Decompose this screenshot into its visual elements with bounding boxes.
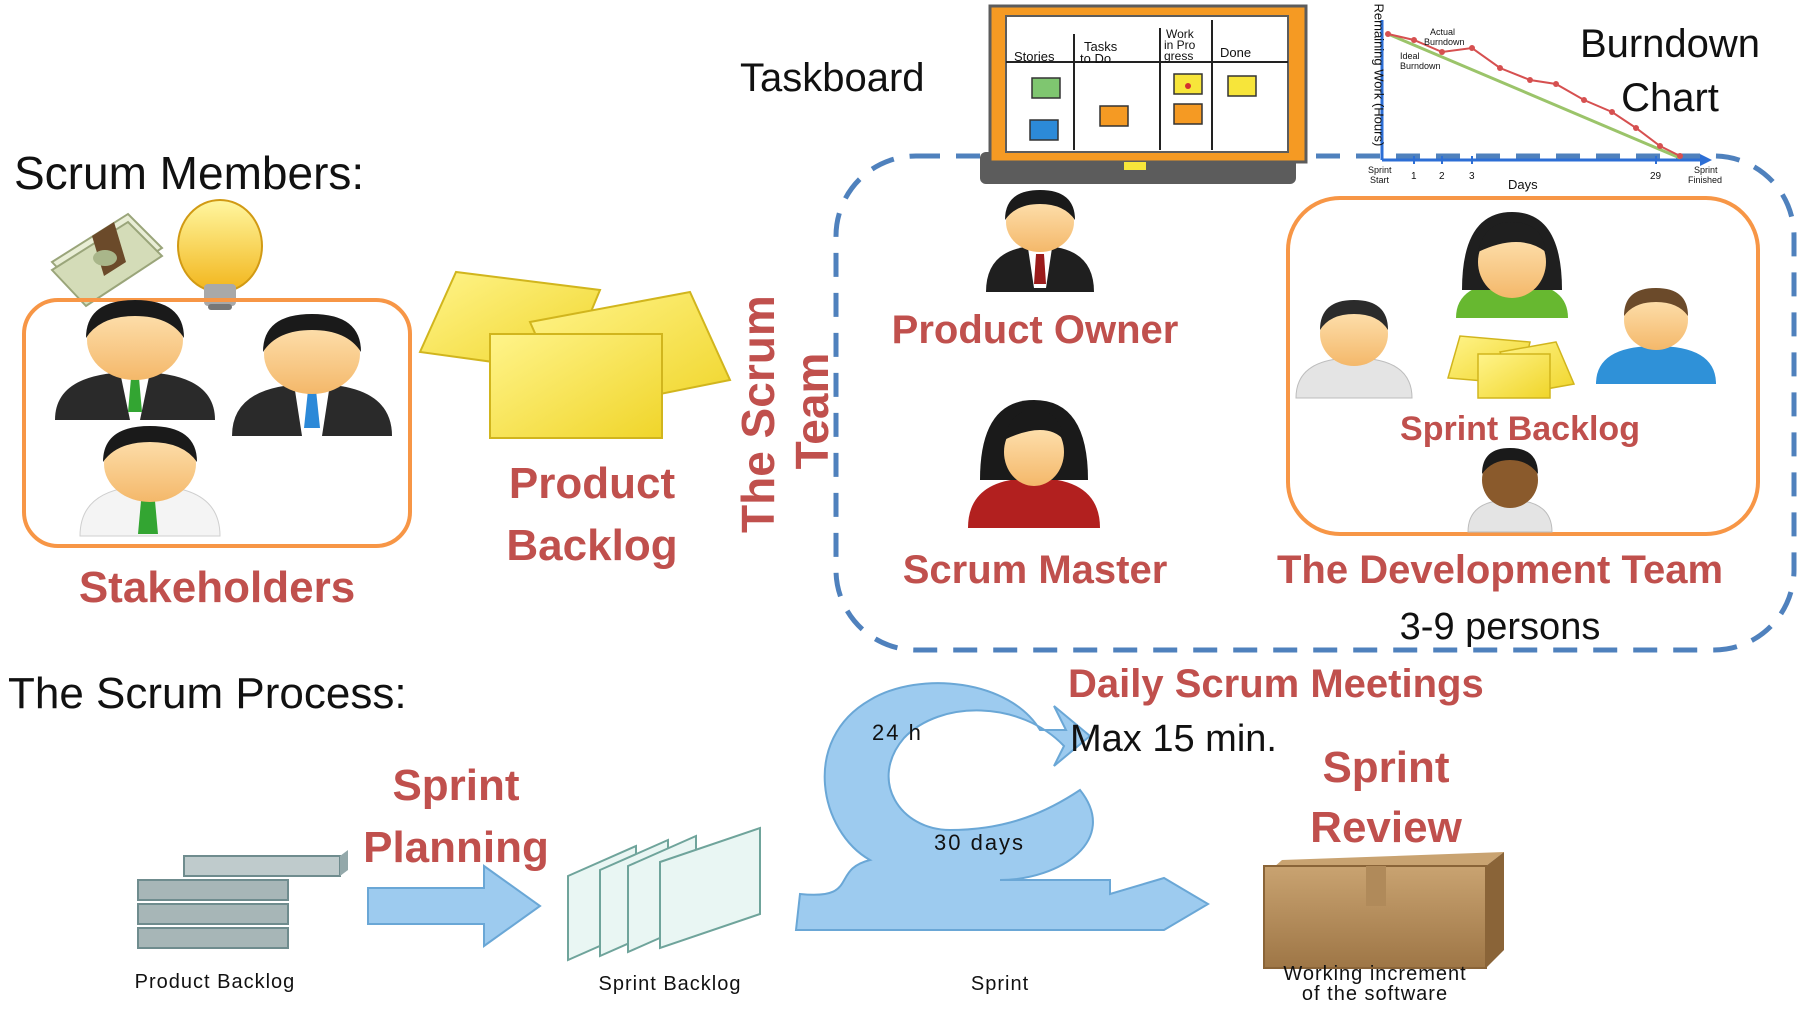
- taskboard-col-wip-line2: in Pro: [1164, 38, 1196, 52]
- sprint-backlog-notes-icon: [1447, 335, 1576, 399]
- scrum-team-label-line1: The Scrum: [732, 295, 784, 533]
- sprint-backlog-sheets-icon: [567, 826, 761, 962]
- scrum-team-label-line2: Team: [786, 352, 838, 470]
- burndown-title-line1: Burndown: [1579, 22, 1761, 66]
- process-sprint-backlog-caption: Sprint Backlog: [598, 973, 742, 995]
- process-sprint-caption: Sprint: [970, 973, 1030, 995]
- lightbulb-icon: [177, 199, 263, 310]
- sprint-review-label-line1: Sprint: [1322, 743, 1450, 792]
- scrum-members-heading: Scrum Members:: [14, 147, 365, 199]
- money-icon: [50, 212, 164, 308]
- sprint-cycle-30days-label: 30 days: [934, 830, 1026, 855]
- taskboard-title: Taskboard: [740, 56, 925, 100]
- scrum-team-boundary: [833, 153, 1797, 653]
- process-increment-caption-line2: of the software: [1301, 983, 1449, 1005]
- developer-avatar-woman: [1456, 212, 1568, 318]
- process-product-backlog-caption: Product Backlog: [134, 971, 296, 993]
- scrum-master-avatar: [968, 400, 1100, 528]
- taskboard-icon: [980, 4, 1308, 184]
- burndown-x-axis-label: Days: [1508, 177, 1538, 192]
- product-backlog-notes-icon: [418, 270, 732, 439]
- sprint-cycle-arrows: [794, 682, 1210, 931]
- working-increment-box-icon: [1263, 852, 1504, 969]
- sprint-planning-label-line1: Sprint: [392, 761, 520, 810]
- burndown-tick-3: 3: [1469, 171, 1475, 182]
- sprint-review-label-line2: Review: [1310, 803, 1462, 852]
- development-team-label: The Development Team: [1276, 548, 1724, 592]
- taskboard-col-todo-line2: to Do: [1080, 51, 1112, 66]
- stakeholders-frame: [22, 298, 412, 548]
- burndown-tick-2: 2: [1439, 171, 1445, 182]
- scrum-process-heading: The Scrum Process:: [8, 669, 407, 718]
- product-backlog-label-line2: Backlog: [506, 521, 678, 570]
- stakeholder-avatar-3: [79, 426, 221, 537]
- taskboard-col-wip-line3: gress: [1164, 49, 1194, 63]
- daily-scrum-label: Daily Scrum Meetings: [1068, 662, 1484, 706]
- taskboard-col-todo-line1: Tasks: [1084, 39, 1118, 54]
- max-15-min-label: Max 15 min.: [1070, 718, 1277, 760]
- stakeholders-label: Stakeholders: [78, 563, 356, 612]
- burndown-actual-line1: Actual: [1430, 27, 1456, 37]
- developer-avatar-3: [1467, 448, 1553, 533]
- burndown-sprint-finished-line1: Sprint: [1694, 165, 1718, 175]
- sprint-planning-label-line2: Planning: [363, 823, 549, 872]
- taskboard-col-done: Done: [1220, 45, 1252, 60]
- burndown-sprint-finished-line2: Finished: [1688, 175, 1723, 185]
- product-backlog-label-line1: Product: [508, 459, 676, 508]
- product-owner-avatar: [986, 190, 1094, 292]
- developer-avatar-1: [1295, 300, 1413, 399]
- scrum-master-label: Scrum Master: [902, 548, 1168, 592]
- developer-avatar-2: [1596, 288, 1716, 384]
- taskboard-col-wip-line1: Work: [1166, 27, 1194, 41]
- burndown-title-line2: Chart: [1621, 76, 1719, 120]
- product-owner-label: Product Owner: [891, 308, 1179, 352]
- burndown-tick-29: 29: [1650, 171, 1662, 182]
- development-team-frame: [1286, 196, 1760, 536]
- burndown-sprint-start-line2: Start: [1370, 175, 1390, 185]
- burndown-chart-icon: [1380, 20, 1712, 166]
- process-increment-caption-line1: Working increment: [1283, 963, 1467, 985]
- burndown-y-axis-label: Remaining Work (Hours): [1371, 3, 1387, 147]
- stakeholder-avatar-2: [232, 314, 392, 436]
- development-team-size: 3-9 persons: [1399, 606, 1601, 648]
- taskboard-col-stories: Stories: [1014, 49, 1055, 64]
- sprint-backlog-label: Sprint Backlog: [1400, 410, 1640, 448]
- burndown-ideal-line2: Burndown: [1400, 61, 1441, 71]
- sprint-planning-arrow: [367, 864, 542, 948]
- burndown-ideal-line1: Ideal: [1400, 51, 1420, 61]
- burndown-sprint-start-line1: Sprint: [1368, 165, 1392, 175]
- burndown-actual-line2: Burndown: [1424, 37, 1465, 47]
- daily-cycle-24h-label: 24 h: [872, 720, 923, 745]
- product-backlog-stack-icon: [137, 850, 348, 949]
- stakeholder-avatar-1: [55, 300, 215, 420]
- burndown-tick-1: 1: [1411, 171, 1417, 182]
